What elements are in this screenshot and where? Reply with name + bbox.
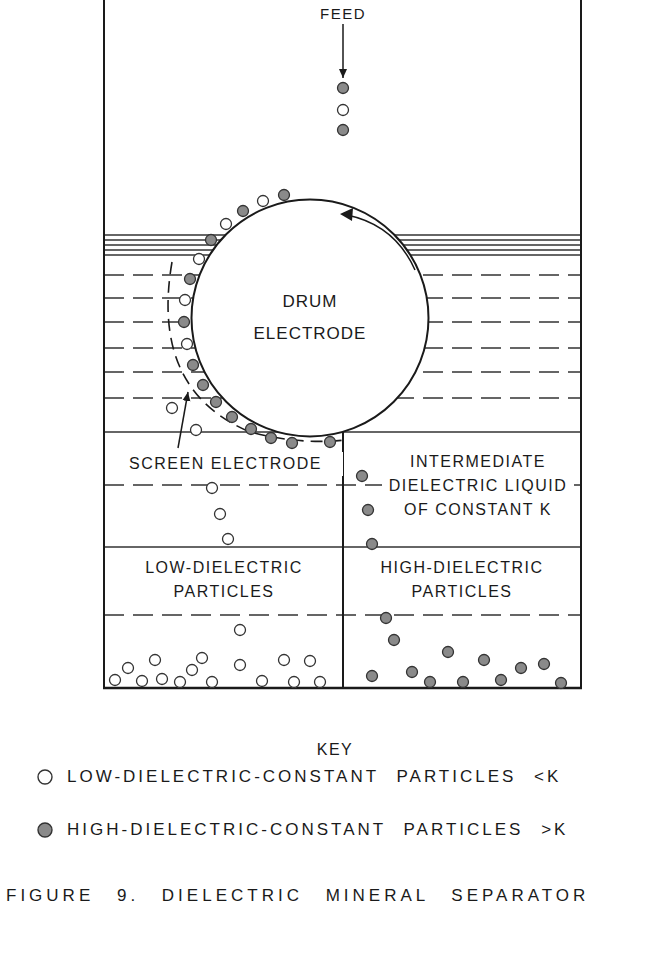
leader-arrow xyxy=(178,392,188,448)
low-dielectric-particles xyxy=(305,656,316,667)
high-dielectric-particles xyxy=(539,659,550,670)
low-dielectric-particles xyxy=(194,254,205,265)
high-dielectric-particles xyxy=(325,437,336,448)
high-dielectric-particles xyxy=(367,539,378,550)
high-dielectric-particles xyxy=(198,380,209,391)
high-dielectric-particles xyxy=(179,317,190,328)
low-dielectric-particles xyxy=(197,653,208,664)
high-dielectric-particles xyxy=(496,675,507,686)
low-dielectric-particles xyxy=(167,403,178,414)
low-dielectric-particles xyxy=(315,677,326,688)
liquid-label: INTERMEDIATE DIELECTRIC LIQUID OF CONSTA… xyxy=(382,450,574,522)
legend-samples xyxy=(38,770,52,837)
legend-text: HIGH-DIELECTRIC-CONSTANT PARTICLES >K xyxy=(67,817,587,842)
high-dielectric-particles xyxy=(381,613,392,624)
high-dielectric-particles xyxy=(227,412,238,423)
low-dielectric-particles xyxy=(187,665,198,676)
low-dielectric-particles xyxy=(175,677,186,688)
high-dielectric-particles xyxy=(363,505,374,516)
low-dielectric-particles xyxy=(289,677,300,688)
drum-electrode: DRUM ELECTRODE xyxy=(190,198,430,438)
high-dielectric-particles xyxy=(516,663,527,674)
low-dielectric-particles xyxy=(258,196,269,207)
low-dielectric-particles xyxy=(123,663,134,674)
low-dielectric-particles xyxy=(207,483,218,494)
node-label: DRUM ELECTRODE xyxy=(245,286,375,351)
high-dielectric-particles xyxy=(425,677,436,688)
tank-walls xyxy=(103,0,582,689)
key-heading: KEY xyxy=(300,738,370,762)
feed-arrow xyxy=(342,24,344,78)
high-dielectric-particles xyxy=(407,667,418,678)
legend-samples xyxy=(38,823,52,837)
low-dielectric-particles xyxy=(110,675,121,686)
high-dielectric-particles xyxy=(367,671,378,682)
feed-label: FEED xyxy=(313,3,373,26)
low-dielectric-particles xyxy=(223,534,234,545)
low-dielectric-particles xyxy=(182,339,193,350)
high-particles-label: HIGH-DIELECTRIC PARTICLES xyxy=(348,556,576,604)
figure-caption: FIGURE 9. DIELECTRIC MINERAL SEPARATOR xyxy=(6,884,663,908)
high-dielectric-particles xyxy=(287,438,298,449)
low-dielectric-particles xyxy=(207,677,218,688)
low-dielectric-particles xyxy=(157,674,168,685)
high-dielectric-particles xyxy=(338,83,349,94)
tank-walls xyxy=(580,0,582,689)
high-dielectric-particles xyxy=(246,424,257,435)
low-dielectric-particles xyxy=(137,676,148,687)
rotation-arrowhead xyxy=(340,208,353,221)
high-dielectric-particles xyxy=(266,433,277,444)
legend-text: LOW-DIELECTRIC-CONSTANT PARTICLES <K xyxy=(67,764,587,789)
high-dielectric-particles xyxy=(238,206,249,217)
tank-walls xyxy=(103,0,105,689)
drum-circle xyxy=(192,200,429,437)
high-dielectric-particles xyxy=(479,655,490,666)
low-dielectric-particles xyxy=(338,105,349,116)
high-dielectric-particles xyxy=(206,235,217,246)
low-dielectric-particles xyxy=(215,509,226,520)
low-dielectric-particles xyxy=(221,219,232,230)
high-dielectric-particles xyxy=(211,397,222,408)
low-dielectric-particles xyxy=(150,655,161,666)
high-dielectric-particles xyxy=(188,360,199,371)
low-dielectric-particles xyxy=(235,625,246,636)
low-dielectric-particles xyxy=(235,660,246,671)
screen-electrode-label: SCREEN ELECTRODE xyxy=(108,452,343,476)
drum-outline xyxy=(190,198,430,438)
low-dielectric-particles xyxy=(279,655,290,666)
legend-samples xyxy=(38,770,52,784)
low-dielectric-particles xyxy=(180,295,191,306)
high-dielectric-particles xyxy=(443,647,454,658)
high-dielectric-particles xyxy=(357,471,368,482)
high-dielectric-particles xyxy=(279,190,290,201)
low-dielectric-particles xyxy=(257,676,268,687)
high-dielectric-particles xyxy=(338,125,349,136)
low-particles-label: LOW-DIELECTRIC PARTICLES xyxy=(110,556,338,604)
high-dielectric-particles xyxy=(556,678,567,689)
low-dielectric-particles xyxy=(191,425,202,436)
high-dielectric-particles xyxy=(458,677,469,688)
rotation-arrow xyxy=(347,215,415,270)
high-dielectric-particles xyxy=(389,635,400,646)
high-dielectric-particles xyxy=(185,274,196,285)
